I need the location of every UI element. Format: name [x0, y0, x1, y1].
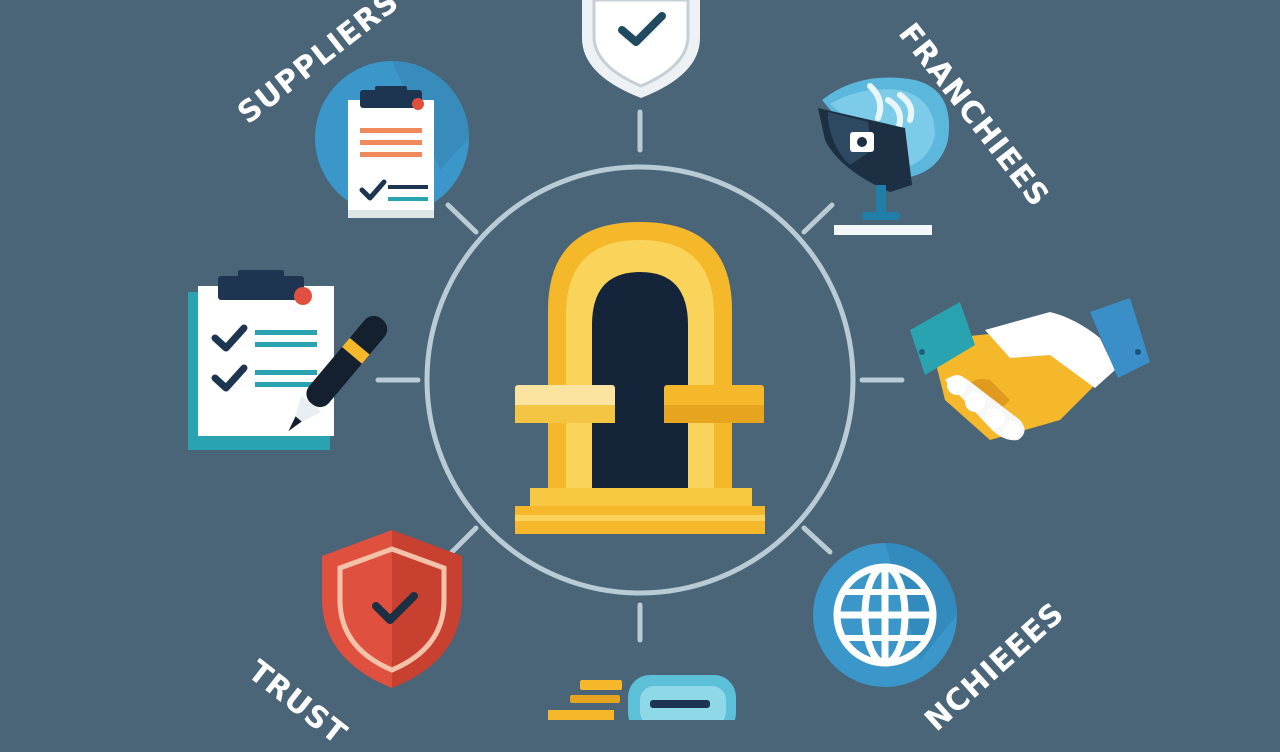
center-ring [375, 109, 905, 643]
clipboard-checklist-icon [315, 61, 469, 218]
globe-icon [813, 543, 957, 687]
checklist-pen-icon [188, 270, 388, 450]
chat-bubble-icon [548, 675, 736, 720]
satellite-dish-icon [818, 77, 950, 235]
shield-check-icon [582, 0, 700, 98]
red-shield-check-icon [322, 530, 462, 688]
gateway-arch-icon [515, 222, 765, 534]
handshake-icon [910, 298, 1150, 441]
hub-diagram [188, 0, 1150, 720]
